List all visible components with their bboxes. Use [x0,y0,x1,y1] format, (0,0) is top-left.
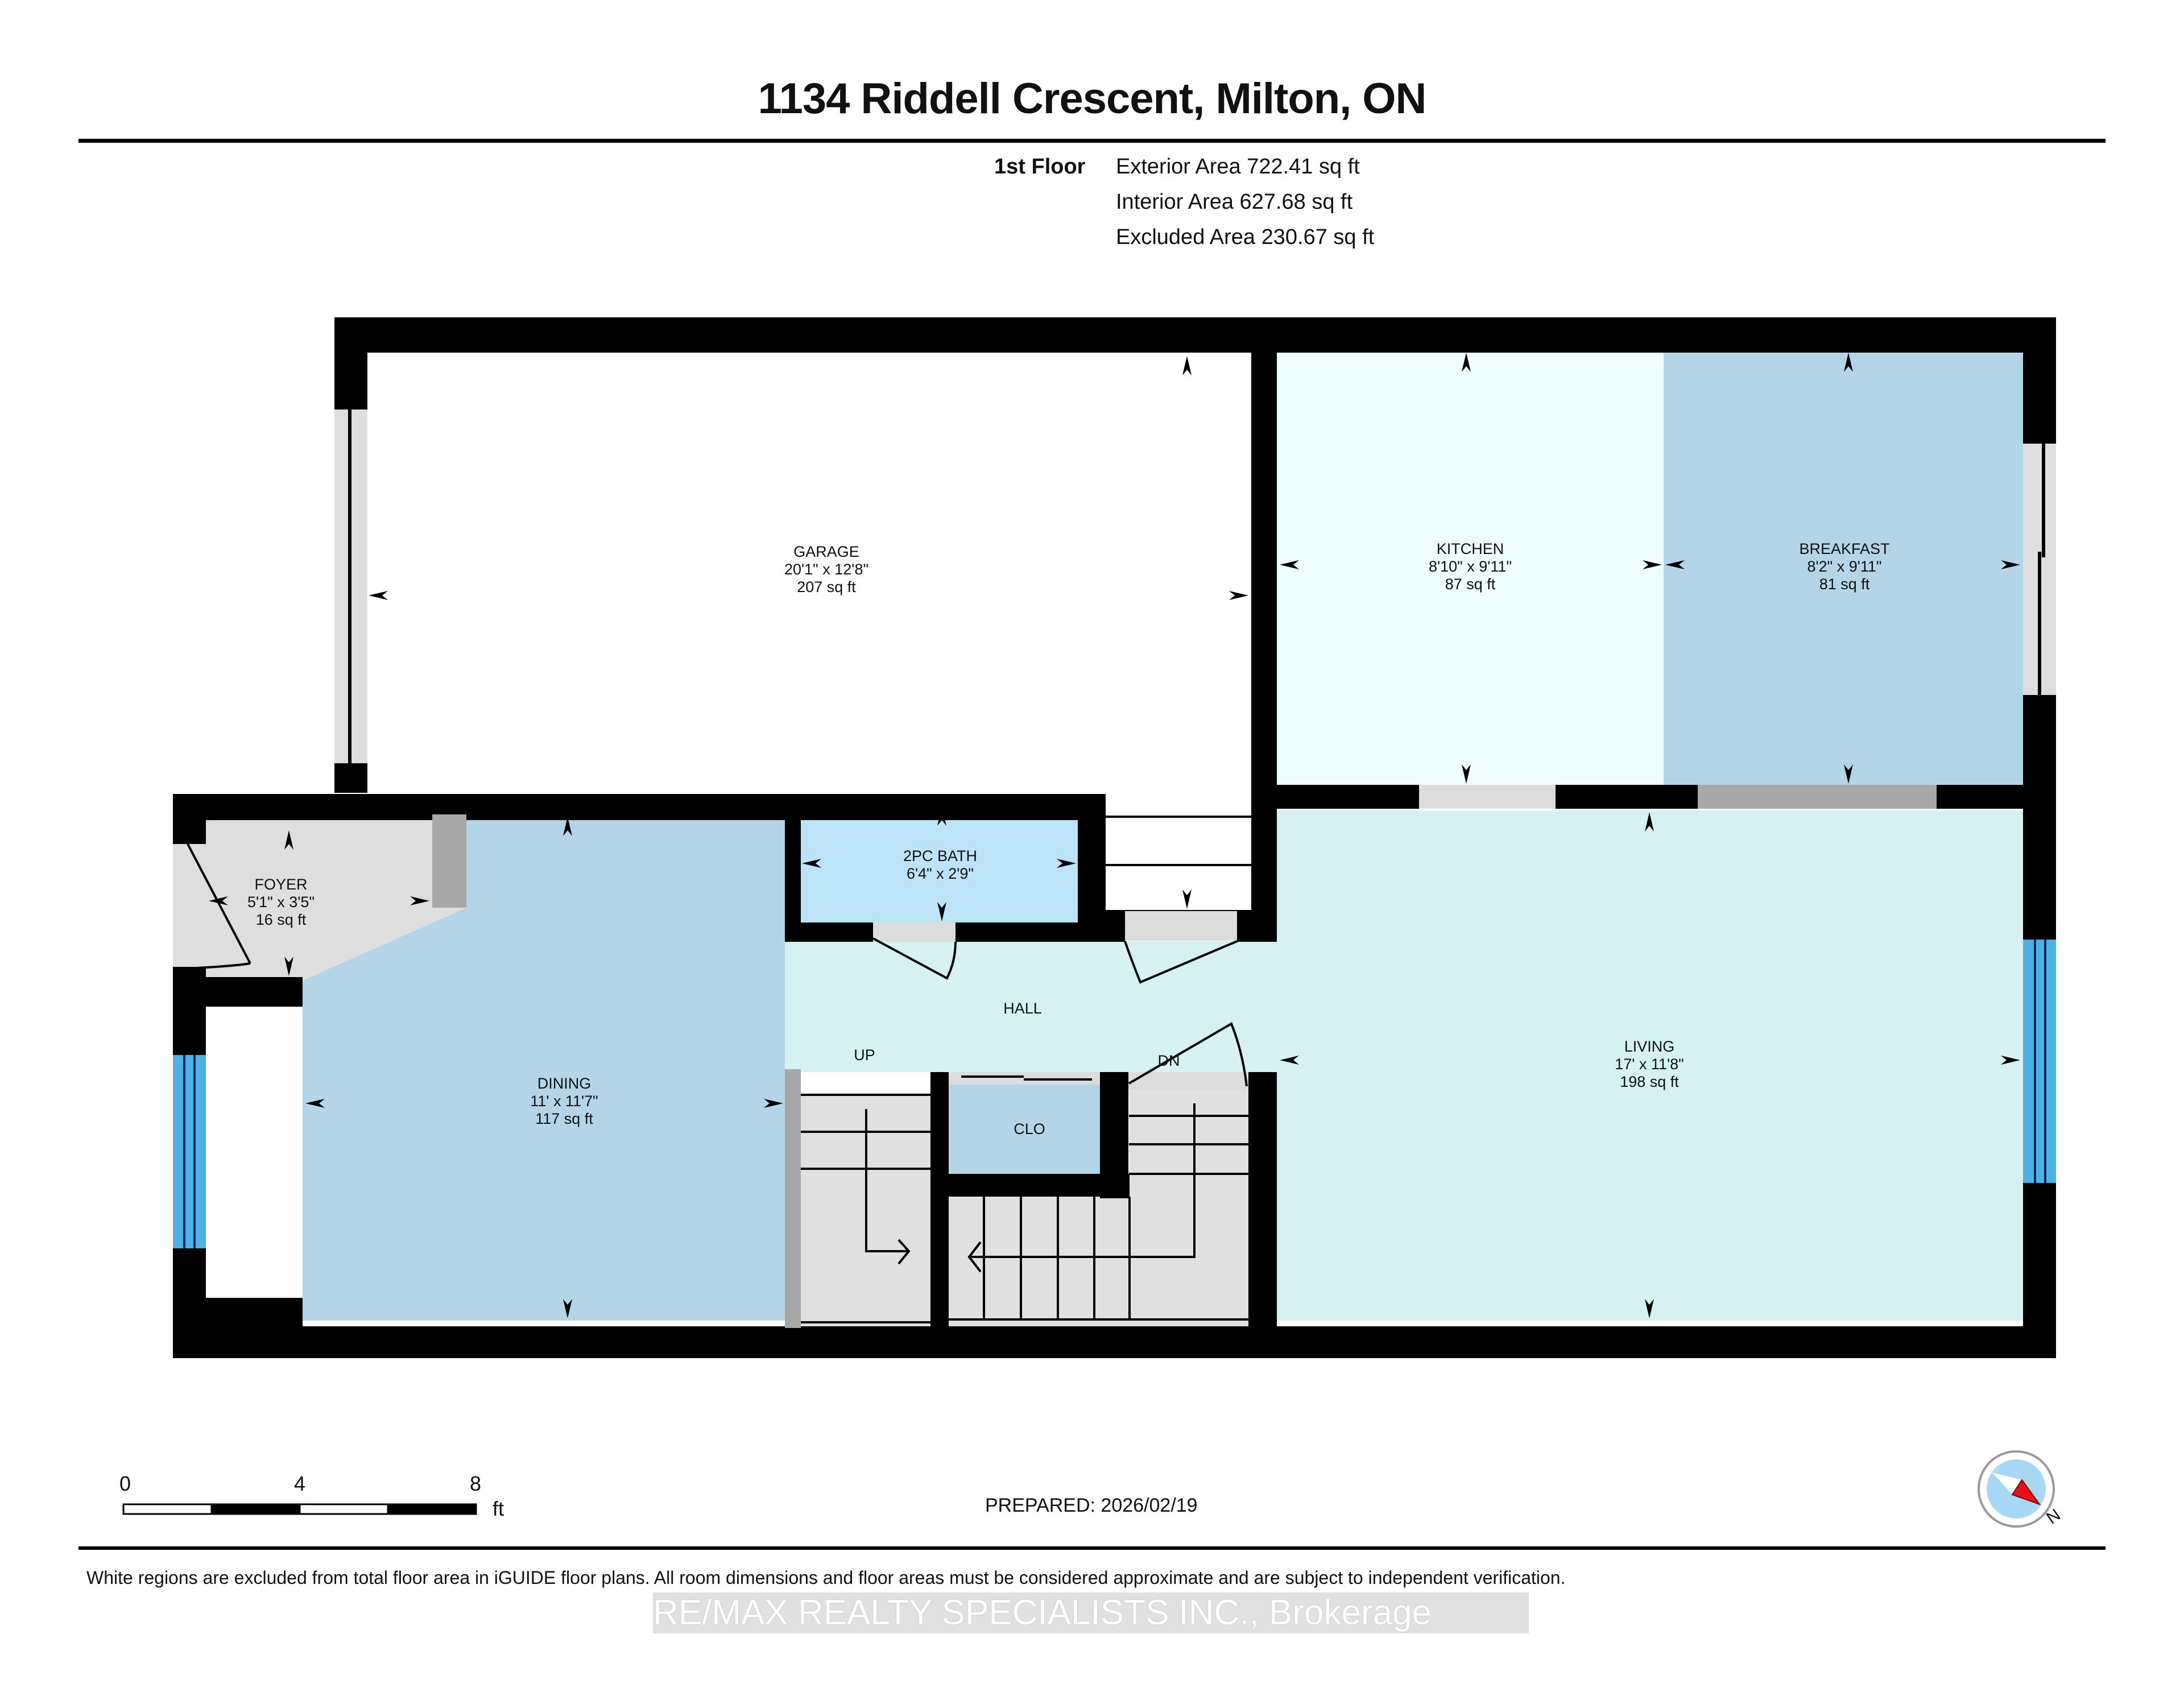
excluded-area: Excluded Area 230.67 sq ft [1116,225,1375,249]
compass-icon [1978,1450,2055,1528]
closet-label: CLO [1014,1120,1045,1138]
kitchen-room [1277,349,1664,787]
hall-name: HALL [1003,1000,1042,1017]
breakfast-opening [1698,785,1937,809]
breakfast-name: BREAKFAST [1799,540,1890,557]
living-area: 198 sq ft [1620,1073,1679,1090]
living-name: LIVING [1624,1038,1675,1055]
dining-name: DINING [537,1075,592,1092]
stairs-down [949,1193,1267,1330]
kitchen-opening [1419,785,1556,809]
foyer-front-door [172,843,251,970]
stairs-up-name: UP [854,1046,875,1064]
basement-door [1128,1022,1248,1089]
scale-bar [122,1503,477,1515]
breakfast-dims: 8'2" x 9'11" [1807,558,1882,575]
dining-window [173,1055,206,1248]
garage-entry-door [1124,911,1238,984]
living-dims: 17' x 11'8" [1615,1056,1684,1073]
garage-room [366,350,1253,788]
closet-name: CLO [1014,1120,1045,1137]
scale-tick-8: 8 [470,1472,482,1495]
living-room [1277,810,2023,1321]
walls [173,317,2056,1358]
stairs-down-name: DN [1157,1052,1180,1069]
floor-name: 1st Floor [994,155,1086,179]
kitchen-name: KITCHEN [1436,540,1504,557]
living-window [2023,940,2056,1183]
closet [949,1082,1114,1174]
kitchen-area: 87 sq ft [1445,576,1496,593]
breakfast-sliding-door [2023,444,2056,695]
garage-name: GARAGE [793,543,859,560]
page-title: 1134 Riddell Crescent, Milton, ON [758,75,1427,123]
stair-railing [785,1069,801,1328]
disclaimer-text: White regions are excluded from total fl… [86,1567,1566,1588]
bath-label: 2PC BATH 6'4" x 2'9" [903,847,977,883]
prepared-date: PREPARED: 2026/02/19 [985,1495,1198,1516]
foyer-room [206,810,466,980]
kitchen-label: KITCHEN 8'10" x 9'11" 87 sq ft [1429,540,1512,593]
stair-treads [801,1094,1248,1323]
dining-partial-wall [432,814,466,908]
bath-name: 2PC BATH [903,847,978,864]
dimension-arrows [209,353,2020,1318]
stairs-down-label: DN [1158,1052,1180,1070]
bath-door [872,922,957,980]
dining-dims: 11' x 11'7" [530,1093,598,1110]
interior-area: Interior Area 627.68 sq ft [1116,190,1353,214]
scale-tick-0: 0 [119,1472,131,1495]
living-label: LIVING 17' x 11'8" 198 sq ft [1615,1038,1684,1091]
hall-label: HALL [1003,1000,1042,1017]
foyer-dims: 5'1" x 3'5" [247,893,315,911]
hall-area [785,941,1277,1072]
exterior-area: Exterior Area 722.41 sq ft [1116,155,1360,179]
foyer-label: FOYER 5'1" x 3'5" 16 sq ft [247,876,315,929]
foyer-area: 16 sq ft [255,911,307,928]
brokerage-watermark: RE/MAX REALTY SPECIALISTS INC., Brokerag… [653,1592,1529,1633]
garage-steps [1106,816,1251,912]
breakfast-label: BREAKFAST 8'2" x 9'11" 81 sq ft [1799,540,1889,593]
dining-area: 117 sq ft [535,1110,593,1127]
garage-dims: 20'1" x 12'8" [784,561,869,578]
header-divider [78,139,2106,143]
footer-divider [78,1546,2106,1550]
scale-unit: ft [493,1497,504,1520]
dining-room [303,814,785,1321]
garage-area: 207 sq ft [797,578,856,595]
scale-tick-4: 4 [294,1472,306,1495]
closet-door [949,1072,1100,1085]
breakfast-room [1664,349,2023,787]
garage-window [334,409,367,763]
stairs-up-label: UP [854,1046,875,1064]
garage-label: GARAGE 20'1" x 12'8" 207 sq ft [784,543,868,596]
bath-dims: 6'4" x 2'9" [906,865,974,882]
dining-label: DINING 11' x 11'7" 117 sq ft [530,1075,598,1128]
breakfast-area: 81 sq ft [1819,576,1870,593]
foyer-name: FOYER [254,876,308,893]
kitchen-dims: 8'10" x 9'11" [1428,558,1512,575]
